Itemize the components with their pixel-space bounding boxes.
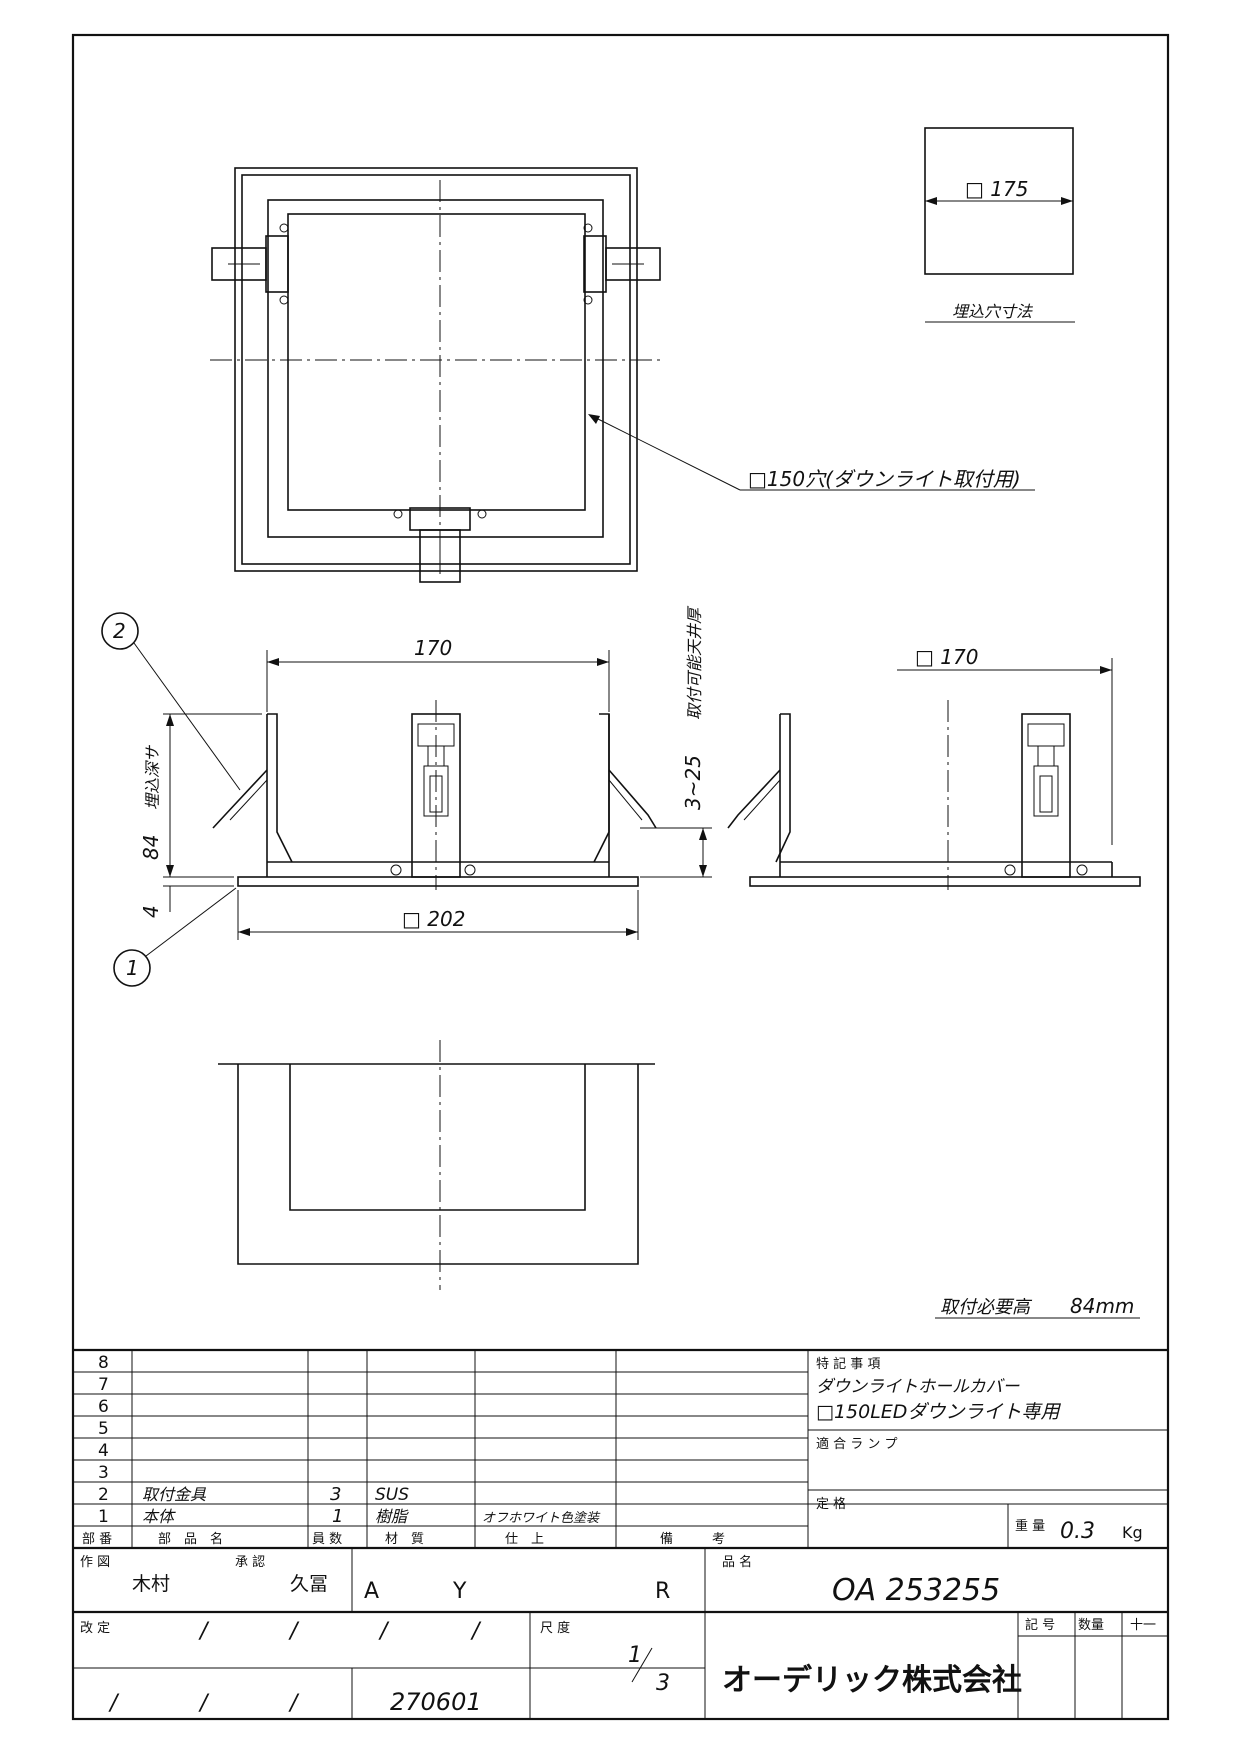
weight-unit: Kg <box>1122 1523 1143 1542</box>
rev-slash: / <box>288 1619 300 1644</box>
revision-label: 改 定 <box>80 1621 110 1636</box>
side-view <box>727 658 1141 890</box>
header-name: 部 品 名 <box>158 1531 223 1547</box>
scale-denominator: 3 <box>656 1671 670 1696</box>
product-label: 品 名 <box>722 1554 752 1570</box>
rev-slash: / <box>378 1619 390 1644</box>
depth-caption: 埋込深サ <box>143 744 162 810</box>
weight-value: 0.3 <box>1060 1519 1095 1544</box>
cutout-caption: 埋込穴寸法 <box>952 302 1034 321</box>
code-label: 記 号 <box>1025 1617 1055 1633</box>
dim-flange: 4 <box>139 905 163 918</box>
grade-r: R <box>655 1579 670 1604</box>
balloon-2: 2 <box>113 619 126 643</box>
scale-label: 尺 度 <box>540 1620 570 1636</box>
product-number: OA 253255 <box>832 1573 1000 1608</box>
balloon-1: 1 <box>126 956 139 980</box>
row-no: 2 <box>98 1485 109 1505</box>
company-logo: オーデリック株式会社 <box>722 1663 1022 1698</box>
required-height-label: 取付必要高 <box>940 1297 1033 1318</box>
row-no: 5 <box>98 1419 109 1439</box>
parts-table-grid <box>73 1348 1168 1550</box>
hole-note: □150穴(ダウンライト取付用) <box>748 467 1021 491</box>
part-name: 本体 <box>142 1507 176 1526</box>
header-material: 材 質 <box>385 1532 424 1547</box>
row-no: 6 <box>98 1397 109 1417</box>
lamp-label: 適 合 ラ ン プ <box>816 1436 898 1452</box>
dim-width: 170 <box>414 636 452 660</box>
cutout-size: □ 175 <box>965 177 1028 201</box>
header-finish: 仕 上 <box>505 1532 544 1547</box>
header-qty: 員 数 <box>312 1532 342 1547</box>
approved-by: 久冨 <box>290 1573 328 1595</box>
part-material: SUS <box>375 1485 409 1505</box>
cutout-box <box>924 127 1075 323</box>
drawn-by: 木村 <box>132 1573 170 1595</box>
rev-slash: / <box>288 1691 300 1716</box>
grade-y: Y <box>452 1579 467 1604</box>
special-line1: ダウンライトホールカバー <box>816 1377 1020 1397</box>
required-height-value: 84mm <box>1070 1294 1134 1318</box>
tenth-label: 十一 <box>1130 1618 1156 1633</box>
row-no: 8 <box>98 1353 109 1373</box>
part-name: 取付金具 <box>142 1485 207 1504</box>
scale-numerator: 1 <box>628 1643 642 1668</box>
rev-slash: / <box>198 1619 210 1644</box>
header-no: 部 番 <box>82 1532 112 1547</box>
rev-slash: / <box>470 1619 482 1644</box>
special-label: 特 記 事 項 <box>816 1356 880 1372</box>
row-no: 4 <box>98 1441 109 1461</box>
part-material: 樹脂 <box>375 1507 409 1526</box>
approved-label: 承 認 <box>235 1554 265 1570</box>
row-no: 7 <box>98 1375 109 1395</box>
dim-outer: □ 202 <box>402 907 465 931</box>
dim-width-side: □ 170 <box>915 645 978 669</box>
row-no: 3 <box>98 1463 109 1483</box>
drawn-label: 作 図 <box>80 1555 110 1570</box>
bottom-view <box>218 1040 655 1290</box>
rating-label: 定 格 <box>816 1496 846 1512</box>
count-label: 数量 <box>1078 1618 1104 1633</box>
header-note: 備 考 <box>660 1531 725 1547</box>
part-qty: 3 <box>330 1484 341 1505</box>
rev-slash: / <box>108 1691 120 1716</box>
row-no: 1 <box>98 1507 109 1527</box>
ceiling-caption: 取付可能天井厚 <box>685 605 704 720</box>
revision-date: 270601 <box>390 1688 482 1716</box>
rev-slash: / <box>198 1691 210 1716</box>
title-block-grid <box>73 1548 1168 1719</box>
grade-a: A <box>364 1579 379 1604</box>
ceiling-range: 3~25 <box>681 755 705 810</box>
plan-view <box>210 167 1035 583</box>
dim-depth: 84 <box>139 835 163 860</box>
weight-label: 重 量 <box>1015 1518 1045 1534</box>
sheet-border <box>71 33 1170 1721</box>
part-qty: 1 <box>332 1506 343 1527</box>
front-view <box>101 612 712 987</box>
special-line2: □150LEDダウンライト専用 <box>816 1401 1061 1423</box>
part-finish: オフホワイト色塗装 <box>482 1510 601 1526</box>
